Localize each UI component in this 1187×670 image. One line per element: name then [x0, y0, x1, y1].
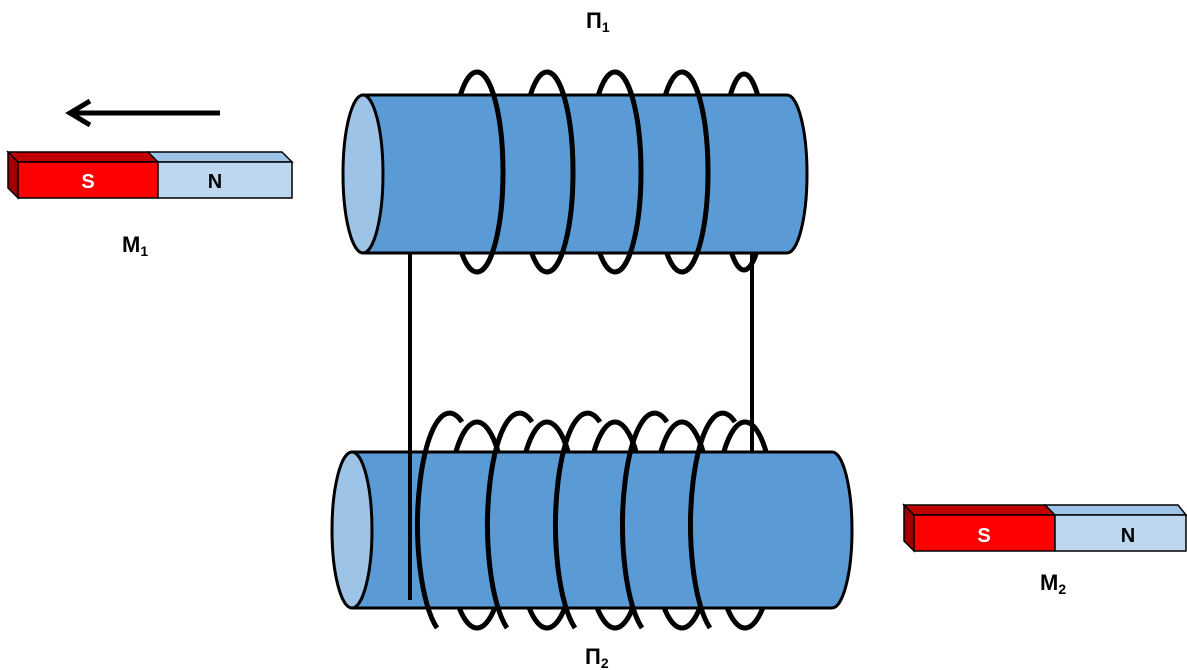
coil-bottom-core: [350, 450, 854, 610]
coil-bottom: П2: [330, 410, 854, 670]
coil-top-core: [361, 93, 809, 255]
arrow-left-icon: [65, 98, 220, 128]
magnet-left: S N M1: [6, 150, 294, 259]
coil-top: П1: [341, 8, 809, 275]
coil-bottom-label: П2: [585, 644, 609, 670]
magnet-right-north: [1054, 514, 1187, 552]
magnet-left-label: M1: [122, 232, 148, 259]
magnet-left-north: [157, 161, 293, 199]
coil-top-core-end: [341, 93, 385, 255]
magnet-right-south: [913, 514, 1056, 552]
magnet-right: S N M2: [902, 503, 1187, 597]
magnet-right-north-label: N: [1121, 525, 1135, 547]
magnet-right-label: M2: [1040, 570, 1066, 597]
magnet-left-south-label: S: [81, 171, 94, 193]
magnet-left-north-label: N: [208, 171, 222, 193]
coil-bottom-windings-front: [415, 410, 738, 630]
coil-top-windings-front: [476, 69, 711, 275]
magnet-right-south-label: S: [977, 525, 990, 547]
coil-bottom-core-end: [330, 450, 374, 610]
coil-top-label: П1: [586, 8, 610, 35]
